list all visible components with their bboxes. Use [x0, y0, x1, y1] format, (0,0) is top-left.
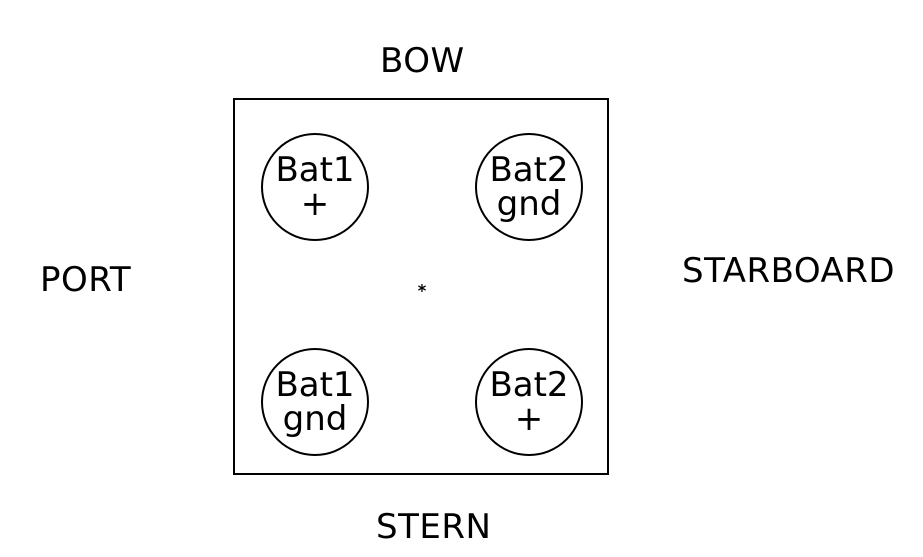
terminal-bat2-ground: Bat2 gnd: [475, 133, 583, 241]
terminal-name: Bat1: [275, 365, 355, 405]
starboard-label: STARBOARD: [682, 251, 896, 291]
battery-terminal-panel: Bat1 + Bat2 gnd Bat1 gnd Bat2 +: [233, 98, 609, 475]
terminal-name: Bat1: [275, 150, 355, 190]
terminal-polarity: +: [300, 184, 330, 224]
terminal-bat1-ground: Bat1 gnd: [261, 348, 369, 456]
terminal-polarity: +: [514, 399, 544, 439]
terminal-bat2-positive: Bat2 +: [475, 348, 583, 456]
asterisk-icon: [418, 284, 426, 292]
terminal-polarity: gnd: [496, 184, 562, 224]
stern-label: STERN: [376, 507, 492, 547]
terminal-name: Bat2: [489, 150, 569, 190]
terminal-polarity: gnd: [282, 399, 348, 439]
terminal-bat1-positive: Bat1 +: [261, 133, 369, 241]
bow-label: BOW: [380, 41, 465, 81]
terminal-name: Bat2: [489, 365, 569, 405]
port-label: PORT: [40, 260, 132, 300]
